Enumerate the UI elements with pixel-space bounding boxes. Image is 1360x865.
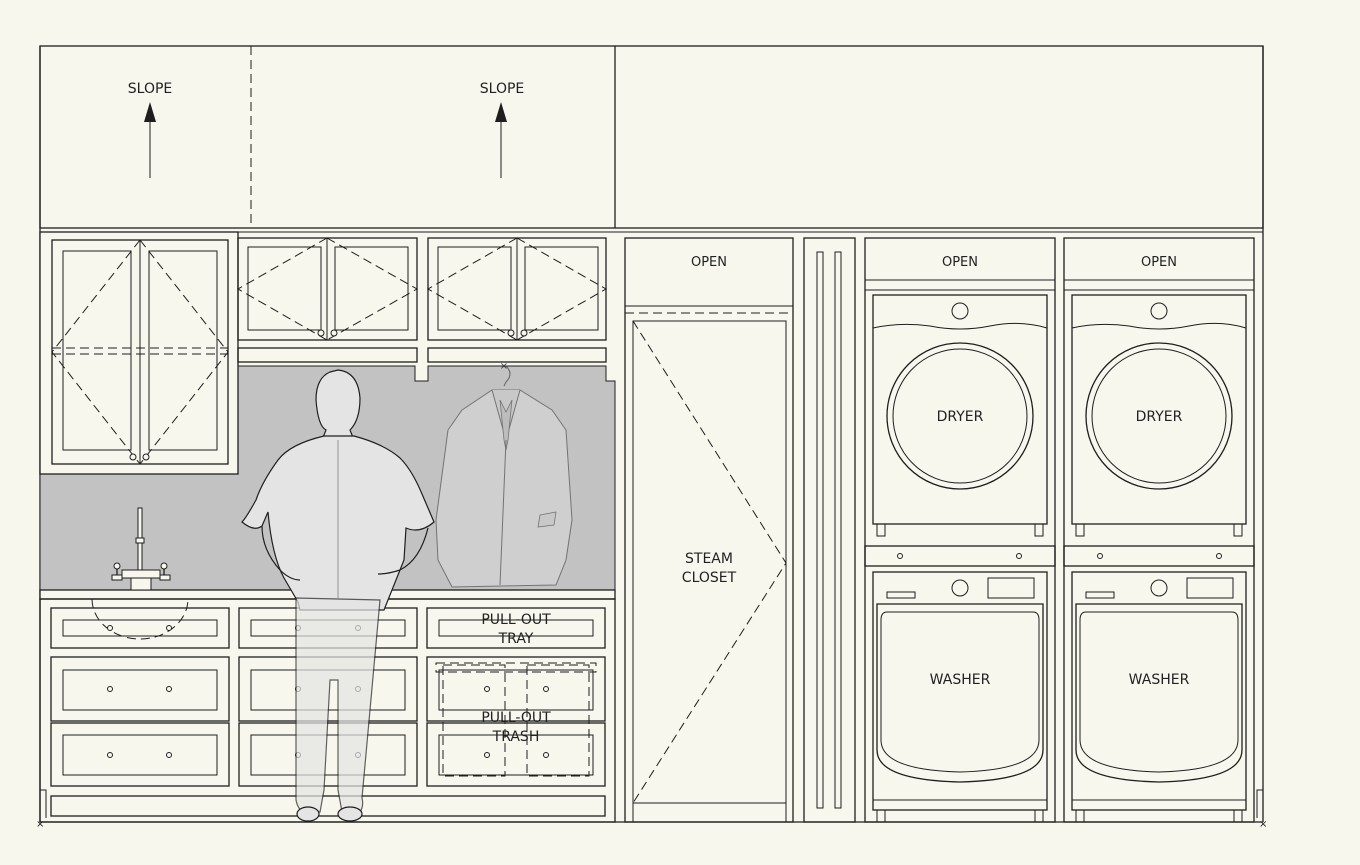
dryer-label-left: DRYER	[937, 409, 984, 425]
faucet-icon	[111, 507, 171, 591]
steam-closet	[624, 237, 794, 823]
open-label-left: OPEN	[942, 255, 978, 270]
pullout-tray-label-2: TRAY	[498, 631, 534, 647]
pullout-tray-label-1: PULL-OUT	[481, 612, 551, 628]
hanging-jacket: ×	[435, 361, 573, 588]
dryer-label-right: DRYER	[1136, 409, 1183, 425]
upper-cabinet-right	[426, 237, 608, 363]
pullout-trash-label-2: TRASH	[492, 729, 540, 745]
slope-arrow-right	[495, 102, 507, 178]
upper-cabinet-tall	[39, 231, 239, 475]
ceiling-soffit	[39, 45, 1264, 233]
pullout-trash-label-1: PULL-OUT	[481, 710, 551, 726]
slope-label-right: SLOPE	[480, 81, 525, 97]
open-label-steam: OPEN	[691, 255, 727, 270]
laundry-tower-left	[864, 237, 1056, 823]
person-figure	[241, 369, 435, 822]
washer-label-right: WASHER	[1129, 672, 1190, 688]
slope-label-left: SLOPE	[128, 81, 173, 97]
svg-text:×: ×	[500, 361, 508, 372]
open-label-right: OPEN	[1141, 255, 1177, 270]
svg-text:×: ×	[36, 819, 44, 830]
narrow-cabinet	[803, 237, 856, 823]
sink-bowl	[91, 598, 189, 640]
svg-text:×: ×	[1259, 819, 1267, 830]
laundry-tower-right	[1063, 237, 1255, 823]
steam-closet-label-2: CLOSET	[682, 570, 737, 586]
washer-label-left: WASHER	[930, 672, 991, 688]
slope-arrow-left	[144, 102, 156, 178]
steam-closet-label-1: STEAM	[685, 551, 733, 567]
upper-cabinet-middle	[236, 237, 419, 363]
